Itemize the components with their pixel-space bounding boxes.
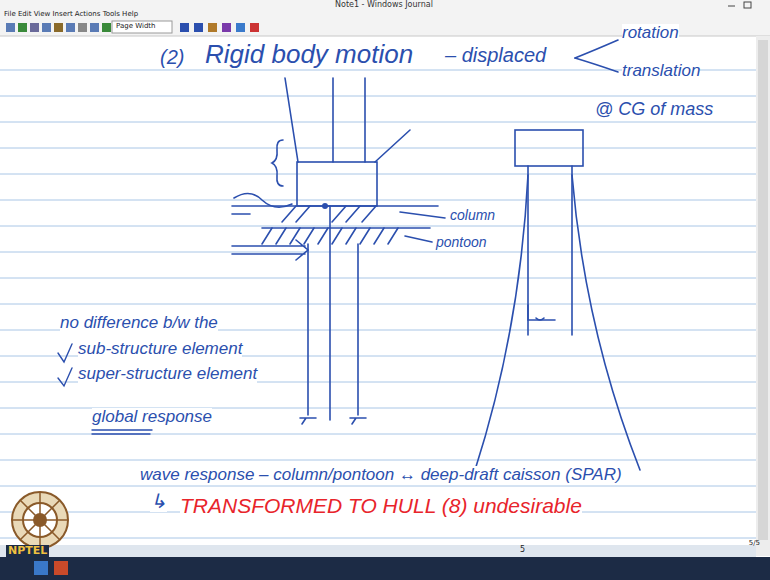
note-text: @ CG of mass xyxy=(595,100,713,120)
logo-text: NPTEL xyxy=(6,545,49,557)
note-text: wave response – column/pontoon ↔ deep-dr… xyxy=(140,466,622,485)
nptel-emblem xyxy=(12,492,68,548)
heading: Rigid body motion xyxy=(205,40,413,69)
note-text: super-structure element xyxy=(78,365,257,384)
page-number: 5 xyxy=(520,546,525,555)
ruled-lines xyxy=(0,70,756,538)
centre-of-mass-dot xyxy=(322,203,328,209)
window-buttons xyxy=(728,2,751,8)
note-text: global response xyxy=(92,408,212,427)
note-text: sub-structure element xyxy=(78,340,242,359)
platform-sketch xyxy=(232,78,445,424)
split-brace xyxy=(575,40,618,72)
menu-bar: File Edit View Insert Actions Tools Help xyxy=(4,11,138,19)
scroll-thumb xyxy=(758,40,768,540)
taskbar xyxy=(0,557,770,580)
part-label: pontoon xyxy=(436,235,487,250)
toolbar-icons xyxy=(6,21,259,33)
section-number: (2) xyxy=(160,46,184,68)
zoom-setting: Page Width xyxy=(116,23,156,31)
page-footer xyxy=(0,545,756,557)
taskbar-icon xyxy=(54,561,68,575)
window-title: Note1 - Windows Journal xyxy=(335,1,433,10)
arrow-mark: ↳ xyxy=(150,490,167,512)
page-count: 5/5 xyxy=(749,540,760,548)
note-text: rotation xyxy=(622,24,679,43)
note-text: – displaced xyxy=(445,44,546,66)
part-label: column xyxy=(450,208,495,223)
spar-sketch xyxy=(475,130,640,470)
taskbar-icon xyxy=(34,561,48,575)
note-text: no difference b/w the xyxy=(60,314,218,333)
scrollbar xyxy=(756,36,770,556)
highlight-note: TRANSFORMED TO HULL (8) undesirable xyxy=(180,494,582,517)
note-text: translation xyxy=(622,62,700,81)
